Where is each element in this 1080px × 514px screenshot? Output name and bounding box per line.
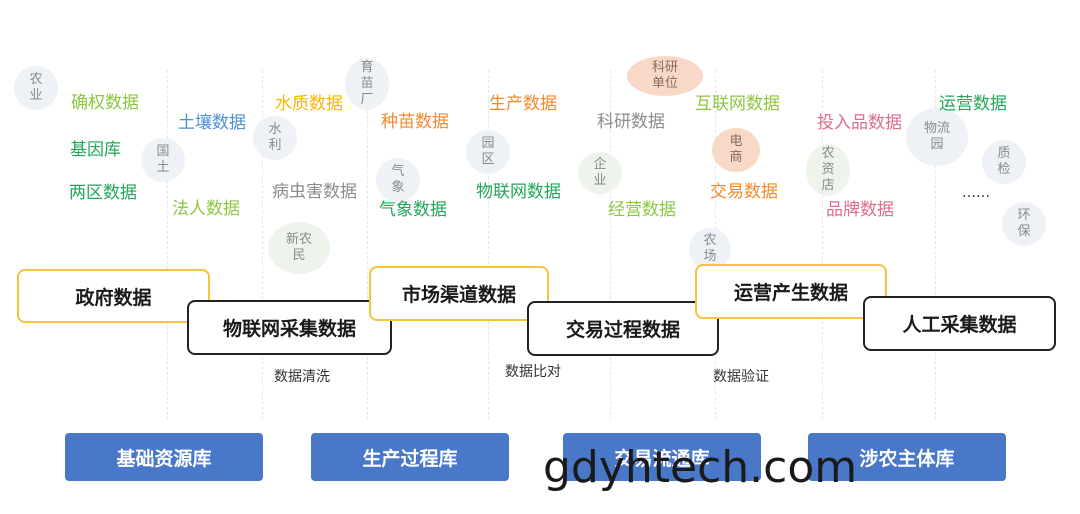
label-liangqu: 两区数据 — [69, 183, 137, 203]
label-hulianwang: 互联网数据 — [695, 94, 780, 114]
bubble-nongchang: 农 场 — [689, 228, 731, 270]
label-jiaoyi: 交易数据 — [710, 182, 778, 202]
jiaoyi-liutongku-button[interactable]: 交易流通库 — [563, 433, 761, 481]
label-tourupin: 投入品数据 — [817, 113, 902, 133]
shenong-zhutiku-button[interactable]: 涉农主体库 — [808, 433, 1006, 481]
label-shengchan: 生产数据 — [489, 94, 557, 114]
label-turang: 土壤数据 — [178, 113, 246, 133]
bubble-nongye: 农 业 — [14, 66, 58, 110]
label-pinpai: 品牌数据 — [826, 200, 894, 220]
label-queduan: 确权数据 — [71, 93, 139, 113]
guide-line — [167, 70, 168, 420]
bubble-yuanqu: 园 区 — [466, 130, 510, 174]
box-shichangqudao: 市场渠道数据 — [369, 266, 549, 321]
bubble-qiye: 企 业 — [578, 152, 622, 194]
guide-line — [367, 70, 368, 420]
label-keyan: 科研数据 — [597, 112, 665, 132]
label-bingchonghai: 病虫害数据 — [272, 182, 357, 202]
guide-line — [935, 70, 936, 420]
label-wulianwang: 物联网数据 — [476, 182, 561, 202]
note-qingxi: 数据清洗 — [274, 369, 330, 385]
label-faren: 法人数据 — [172, 199, 240, 219]
bubble-zhijian: 质 检 — [982, 140, 1026, 184]
note-bidui: 数据比对 — [505, 364, 561, 380]
label-ellipsis: …… — [962, 185, 990, 201]
bubble-xinnongmin: 新农 民 — [268, 222, 330, 274]
box-wulianwangcaiji: 物联网采集数据 — [187, 300, 392, 355]
label-shuizhi: 水质数据 — [275, 94, 343, 114]
bubble-dianshang: 电 商 — [712, 128, 760, 172]
shengchan-guochengku-button[interactable]: 生产过程库 — [311, 433, 509, 481]
jichu-ziyuanku-button[interactable]: 基础资源库 — [65, 433, 263, 481]
bubble-keyandanwei: 科研 单位 — [627, 56, 703, 96]
label-zhongmiao: 种苗数据 — [381, 112, 449, 132]
bubble-huanbao: 环 保 — [1002, 202, 1046, 246]
bubble-yumiaochang: 育 苗 厂 — [345, 58, 389, 110]
box-zhengfu: 政府数据 — [17, 269, 210, 323]
bubble-shuili: 水 利 — [253, 116, 297, 160]
bubble-qixiang: 气 象 — [376, 158, 420, 202]
box-yunyingchansheng: 运营产生数据 — [695, 264, 887, 319]
guide-line — [610, 70, 611, 420]
box-rengongcaiji: 人工采集数据 — [863, 296, 1056, 351]
bubble-wuliuyuan: 物流 园 — [906, 108, 968, 166]
bubble-nongzidian: 农 资 店 — [806, 144, 850, 196]
label-jiyinku: 基因库 — [70, 140, 121, 160]
guide-line — [488, 70, 489, 420]
label-qixiangdata: 气象数据 — [379, 200, 447, 220]
guide-line — [262, 70, 263, 420]
box-jiaoyiguocheng: 交易过程数据 — [527, 301, 719, 356]
bubble-guotu: 国 土 — [141, 138, 185, 182]
watermark: gdyhtech.com — [543, 442, 858, 493]
label-yunying: 运营数据 — [939, 94, 1007, 114]
note-yanzheng: 数据验证 — [713, 369, 769, 385]
guide-line — [822, 70, 823, 420]
label-jingying: 经营数据 — [608, 200, 676, 220]
